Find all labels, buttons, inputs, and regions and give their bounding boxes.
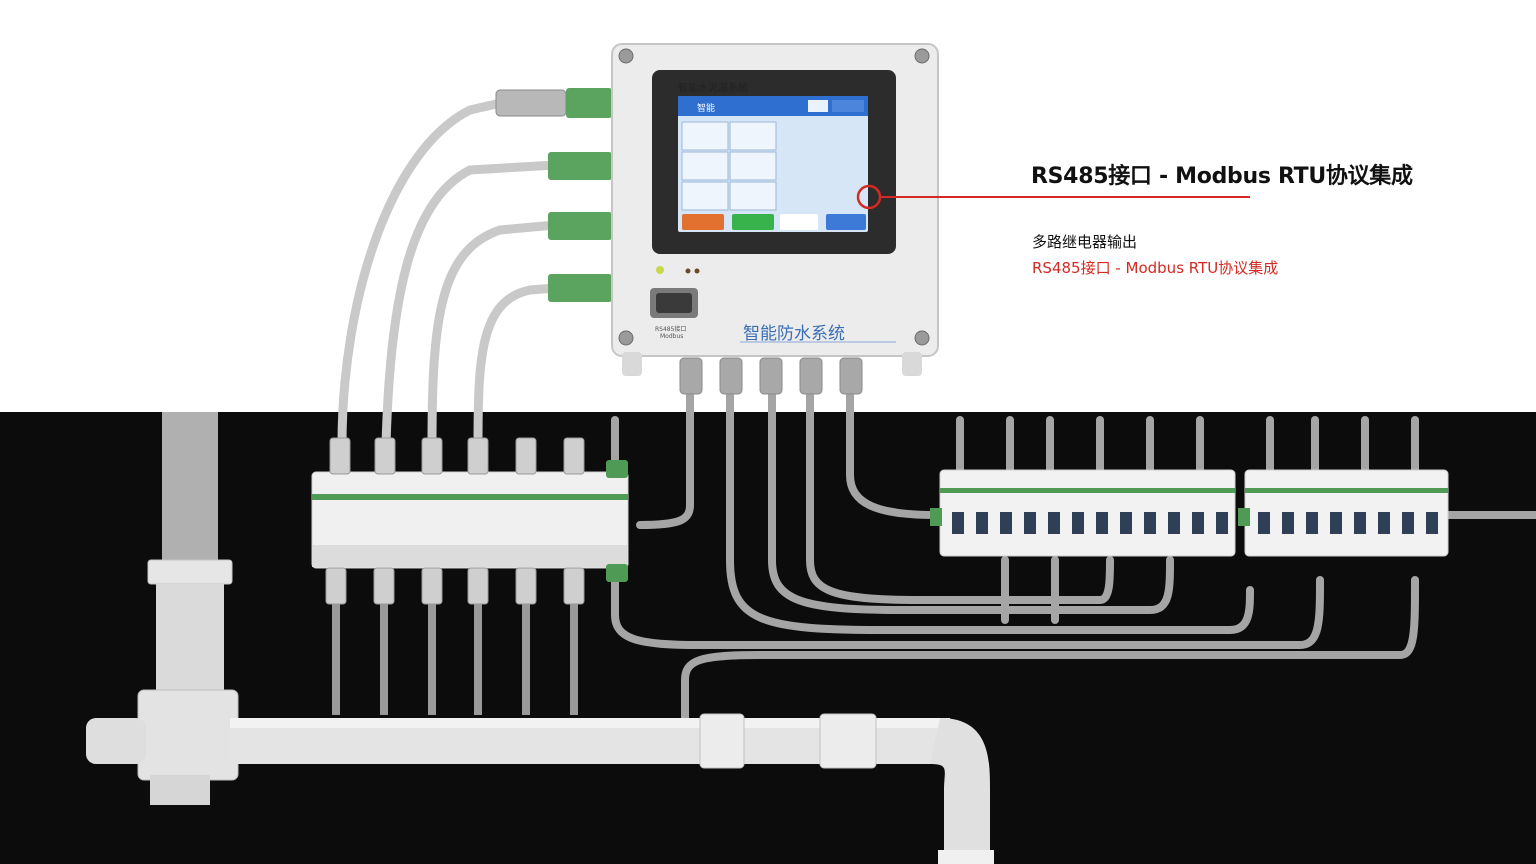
relay-breaker-block-1 bbox=[930, 469, 1236, 557]
callout-line-rs485: RS485接口 - Modbus RTU协议集成 bbox=[1032, 259, 1279, 277]
relay-breaker-block-2 bbox=[1238, 469, 1449, 557]
device-brand-label: 智能防水系统 bbox=[743, 324, 845, 344]
input-terminal-block bbox=[311, 437, 629, 605]
controller-enclosure bbox=[611, 43, 939, 395]
screw-icon bbox=[618, 48, 930, 346]
callout-line-relay: 多路继电器输出 bbox=[1032, 233, 1138, 251]
port-caption-rs485: RS485接口 bbox=[655, 326, 687, 333]
status-led-icon bbox=[656, 266, 664, 274]
callout-title: RS485接口 - Modbus RTU协议集成 bbox=[1031, 164, 1413, 189]
cable-connectors bbox=[495, 88, 612, 302]
sensor-cables bbox=[337, 97, 560, 450]
screen-title: 智能水泥漏系统 bbox=[678, 83, 748, 94]
port-caption-modbus: Modbus bbox=[660, 333, 684, 340]
screen-app-name: 智能 bbox=[697, 104, 716, 114]
db9-serial-port-icon bbox=[650, 288, 698, 318]
main-water-pipe bbox=[86, 412, 994, 864]
